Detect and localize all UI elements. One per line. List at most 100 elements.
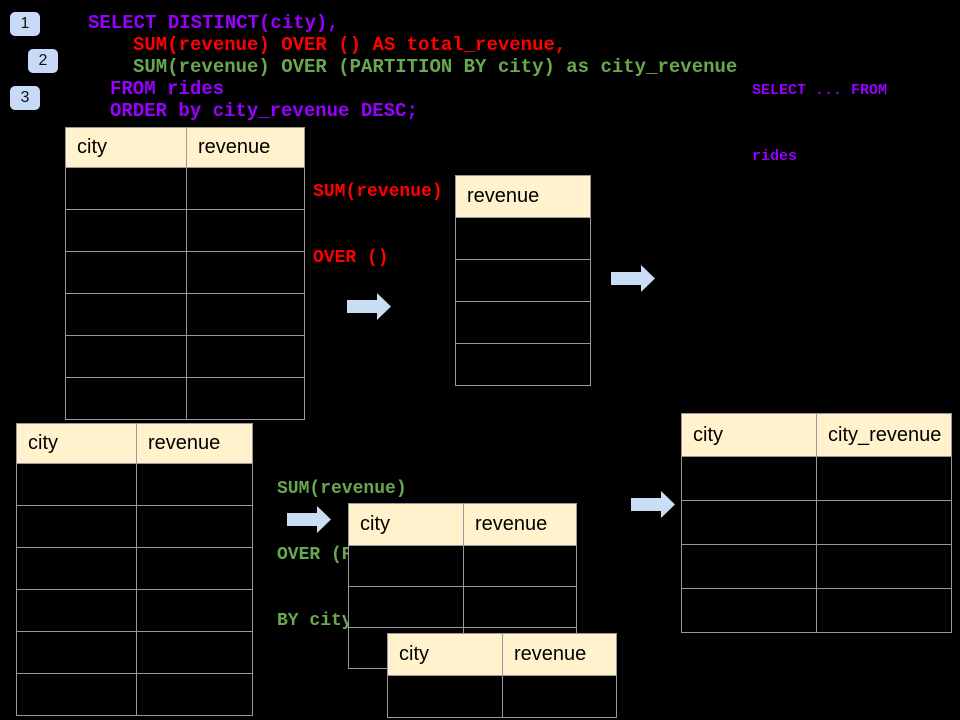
from-clause-note-line2: rides bbox=[752, 148, 798, 165]
empty-cell bbox=[348, 586, 464, 628]
empty-cell bbox=[502, 675, 617, 718]
table-row bbox=[348, 545, 577, 587]
sql-line-select: SELECT DISTINCT(city), bbox=[88, 12, 339, 34]
empty-cell bbox=[455, 301, 591, 344]
right-arrow-icon bbox=[631, 491, 675, 518]
table-row bbox=[16, 505, 253, 548]
empty-cell bbox=[65, 335, 187, 378]
right-arrow-icon bbox=[347, 293, 391, 320]
source-table-top: city revenue bbox=[65, 127, 305, 420]
total-window-note: SUM(revenue) OVER () bbox=[313, 137, 443, 313]
table-row bbox=[65, 293, 305, 336]
empty-cell bbox=[136, 589, 253, 632]
empty-cell bbox=[463, 545, 577, 587]
source-table-bottom: city revenue bbox=[16, 423, 253, 716]
sql-line-total-revenue: SUM(revenue) OVER () AS total_revenue, bbox=[133, 34, 567, 56]
column-header-city-revenue: city_revenue bbox=[816, 413, 952, 457]
column-header-revenue: revenue bbox=[136, 423, 253, 464]
right-arrow-icon bbox=[287, 506, 331, 533]
empty-cell bbox=[16, 673, 137, 716]
empty-cell bbox=[387, 675, 503, 718]
flow-arrow-to-city-revenue-table bbox=[631, 491, 675, 518]
step-badge-1: 1 bbox=[10, 12, 40, 36]
city-revenue-result-table: city city_revenue bbox=[681, 413, 952, 633]
column-header-city: city bbox=[348, 503, 464, 546]
table-row bbox=[65, 335, 305, 378]
column-header-revenue: revenue bbox=[186, 127, 305, 168]
empty-cell bbox=[816, 544, 952, 589]
column-header-revenue: revenue bbox=[502, 633, 617, 676]
table-row bbox=[16, 463, 253, 506]
column-header-revenue: revenue bbox=[455, 175, 591, 218]
empty-cell bbox=[186, 167, 305, 210]
empty-cell bbox=[65, 251, 187, 294]
table-row bbox=[65, 377, 305, 420]
empty-cell bbox=[463, 586, 577, 628]
table-row bbox=[16, 673, 253, 716]
total-revenue-result-table: revenue bbox=[455, 175, 591, 386]
empty-cell bbox=[16, 631, 137, 674]
empty-cell bbox=[65, 209, 187, 252]
total-window-note-line2: OVER () bbox=[313, 248, 389, 268]
table-row bbox=[65, 167, 305, 210]
empty-cell bbox=[816, 456, 952, 501]
partition-window-note-line1: SUM(revenue) bbox=[277, 479, 407, 499]
empty-cell bbox=[455, 343, 591, 386]
empty-cell bbox=[136, 547, 253, 590]
empty-cell bbox=[65, 167, 187, 210]
empty-cell bbox=[681, 544, 817, 589]
total-window-note-line1: SUM(revenue) bbox=[313, 182, 443, 202]
sql-line-city-revenue: SUM(revenue) OVER (PARTITION BY city) as… bbox=[133, 56, 738, 78]
empty-cell bbox=[136, 505, 253, 548]
column-header-city: city bbox=[387, 633, 503, 676]
table-row bbox=[348, 586, 577, 628]
empty-cell bbox=[65, 293, 187, 336]
step-badge-2: 2 bbox=[28, 49, 58, 73]
table-row bbox=[681, 588, 952, 633]
empty-cell bbox=[16, 463, 137, 506]
empty-cell bbox=[136, 673, 253, 716]
empty-cell bbox=[681, 500, 817, 545]
from-clause-note: SELECT ... FROM rides bbox=[752, 36, 887, 212]
column-header-city: city bbox=[16, 423, 137, 464]
flow-arrow-to-total-table bbox=[347, 293, 391, 320]
empty-cell bbox=[455, 217, 591, 260]
empty-cell bbox=[16, 589, 137, 632]
empty-cell bbox=[65, 377, 187, 420]
table-row bbox=[455, 301, 591, 344]
column-header-revenue: revenue bbox=[463, 503, 577, 546]
column-header-city: city bbox=[65, 127, 187, 168]
empty-cell bbox=[136, 631, 253, 674]
empty-cell bbox=[816, 588, 952, 633]
empty-cell bbox=[186, 209, 305, 252]
table-row bbox=[16, 631, 253, 674]
empty-cell bbox=[16, 547, 137, 590]
sql-line-from: FROM rides bbox=[110, 78, 225, 100]
right-arrow-icon bbox=[611, 265, 655, 292]
flow-arrow-to-partition-table bbox=[287, 506, 331, 533]
flow-arrow-from-total-table bbox=[611, 265, 655, 292]
table-row bbox=[681, 500, 952, 545]
step-badge-3: 3 bbox=[10, 86, 40, 110]
table-row bbox=[455, 217, 591, 260]
partition-table-front: city revenue bbox=[387, 633, 617, 718]
partition-table-back: city revenue bbox=[348, 503, 577, 669]
table-row bbox=[387, 675, 617, 718]
table-row bbox=[65, 251, 305, 294]
table-row bbox=[455, 343, 591, 386]
from-clause-note-line1: SELECT ... FROM bbox=[752, 82, 888, 99]
table-row bbox=[16, 589, 253, 632]
empty-cell bbox=[186, 251, 305, 294]
table-row bbox=[65, 209, 305, 252]
empty-cell bbox=[816, 500, 952, 545]
empty-cell bbox=[186, 377, 305, 420]
empty-cell bbox=[136, 463, 253, 506]
empty-cell bbox=[186, 335, 305, 378]
table-row bbox=[681, 544, 952, 589]
table-row bbox=[681, 456, 952, 501]
empty-cell bbox=[455, 259, 591, 302]
empty-cell bbox=[16, 505, 137, 548]
empty-cell bbox=[681, 456, 817, 501]
column-header-city: city bbox=[681, 413, 817, 457]
